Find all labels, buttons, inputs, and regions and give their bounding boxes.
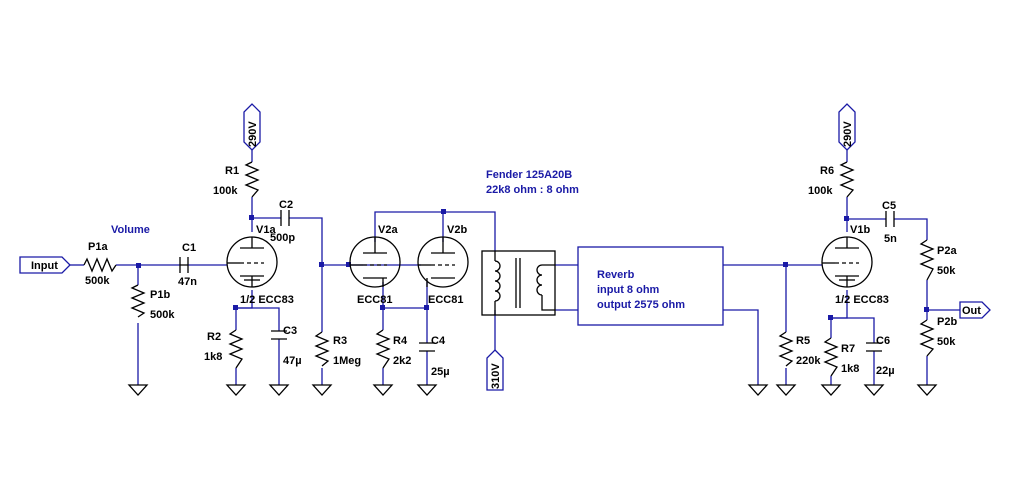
resistor-R5: R5 220k [778, 331, 821, 367]
capacitor-C5: C5 5n [882, 200, 897, 245]
volume-label: Volume [111, 224, 150, 236]
capacitor-C3: C3 47µ [271, 325, 302, 367]
svg-text:290V: 290V [247, 121, 259, 147]
svg-text:R7: R7 [841, 343, 855, 355]
svg-text:R3: R3 [333, 335, 347, 347]
svg-text:C3: C3 [283, 325, 297, 337]
svg-text:ECC81: ECC81 [357, 294, 392, 306]
svg-text:310V: 310V [490, 363, 502, 389]
svg-text:output 2575 ohm: output 2575 ohm [597, 299, 685, 311]
svg-text:1/2 ECC83: 1/2 ECC83 [835, 294, 889, 306]
svg-text:input 8 ohm: input 8 ohm [597, 284, 660, 296]
svg-text:V2b: V2b [447, 224, 467, 236]
svg-text:22k8 ohm : 8 ohm: 22k8 ohm : 8 ohm [486, 184, 579, 196]
ground-symbols [127, 384, 938, 396]
svg-text:100k: 100k [213, 185, 238, 197]
resistor-R7: R7 1k8 [823, 337, 859, 377]
svg-text:V1a: V1a [256, 224, 276, 236]
svg-text:P1a: P1a [88, 241, 108, 253]
resistor-P1b: P1b 500k [130, 284, 175, 321]
resistor-P2b: P2b 50k [919, 316, 957, 357]
svg-text:Reverb: Reverb [597, 269, 635, 281]
svg-text:Fender 125A20B: Fender 125A20B [486, 169, 572, 181]
capacitor-C1: C1 47n [178, 242, 197, 288]
svg-text:C4: C4 [431, 335, 446, 347]
resistor-R3: R3 1Meg [314, 331, 361, 367]
svg-text:ECC81: ECC81 [428, 294, 463, 306]
resistor-R6: R6 100k [808, 161, 855, 198]
svg-text:2k2: 2k2 [393, 355, 411, 367]
capacitor-C6: C6 22µ [866, 335, 895, 377]
svg-text:22µ: 22µ [876, 365, 895, 377]
svg-text:C6: C6 [876, 335, 890, 347]
input-port: Input [19, 256, 71, 274]
svg-text:1Meg: 1Meg [333, 355, 361, 367]
reverb-tank: Reverb input 8 ohm output 2575 ohm [577, 246, 724, 326]
svg-text:25µ: 25µ [431, 366, 450, 378]
resistor-R4: R4 2k2 [375, 329, 411, 369]
supply-flag-right: 290V [838, 103, 856, 151]
svg-text:290V: 290V [842, 121, 854, 147]
svg-text:R5: R5 [796, 335, 810, 347]
supply-flag-left: 290V [243, 103, 261, 151]
svg-text:47µ: 47µ [283, 355, 302, 367]
svg-text:R2: R2 [207, 331, 221, 343]
svg-text:1k8: 1k8 [841, 363, 859, 375]
resistor-R2: R2 1k8 [204, 329, 244, 369]
svg-text:220k: 220k [796, 355, 821, 367]
svg-text:5n: 5n [884, 233, 897, 245]
svg-text:500k: 500k [85, 275, 110, 287]
svg-text:V2a: V2a [378, 224, 398, 236]
svg-text:P2b: P2b [937, 316, 957, 328]
wires [70, 150, 960, 385]
resistor-P2a: P2a 50k [919, 239, 957, 281]
svg-text:C1: C1 [182, 242, 196, 254]
svg-text:R4: R4 [393, 335, 408, 347]
svg-text:R1: R1 [225, 165, 239, 177]
junctions [136, 209, 929, 320]
svg-text:V1b: V1b [850, 224, 870, 236]
tube-V2a: V2a ECC81 [349, 224, 401, 306]
svg-text:P2a: P2a [937, 245, 957, 257]
svg-text:Out: Out [962, 305, 981, 317]
svg-text:P1b: P1b [150, 289, 170, 301]
tube-V1a: V1a 1/2 ECC83 [226, 224, 294, 306]
output-port: Out [959, 301, 991, 319]
svg-text:100k: 100k [808, 185, 833, 197]
svg-text:500p: 500p [270, 232, 295, 244]
svg-text:1/2 ECC83: 1/2 ECC83 [240, 294, 294, 306]
svg-text:C5: C5 [882, 200, 896, 212]
svg-text:50k: 50k [937, 336, 956, 348]
svg-text:R6: R6 [820, 165, 834, 177]
svg-text:47n: 47n [178, 276, 197, 288]
tube-V2b: V2b ECC81 [417, 224, 469, 306]
svg-text:1k8: 1k8 [204, 351, 222, 363]
output-transformer: Fender 125A20B 22k8 ohm : 8 ohm [481, 169, 579, 316]
resistor-P1a: P1a 500k [83, 241, 117, 287]
tube-V1b: V1b 1/2 ECC83 [821, 224, 889, 306]
svg-text:C2: C2 [279, 199, 293, 211]
svg-text:500k: 500k [150, 309, 175, 321]
svg-text:Input: Input [31, 260, 58, 272]
resistor-R1: R1 100k [213, 161, 260, 198]
capacitor-C2: C2 500p [270, 199, 295, 244]
supply-flag-transformer: 310V [486, 349, 504, 391]
capacitor-C4: C4 25µ [419, 335, 450, 378]
svg-text:50k: 50k [937, 265, 956, 277]
